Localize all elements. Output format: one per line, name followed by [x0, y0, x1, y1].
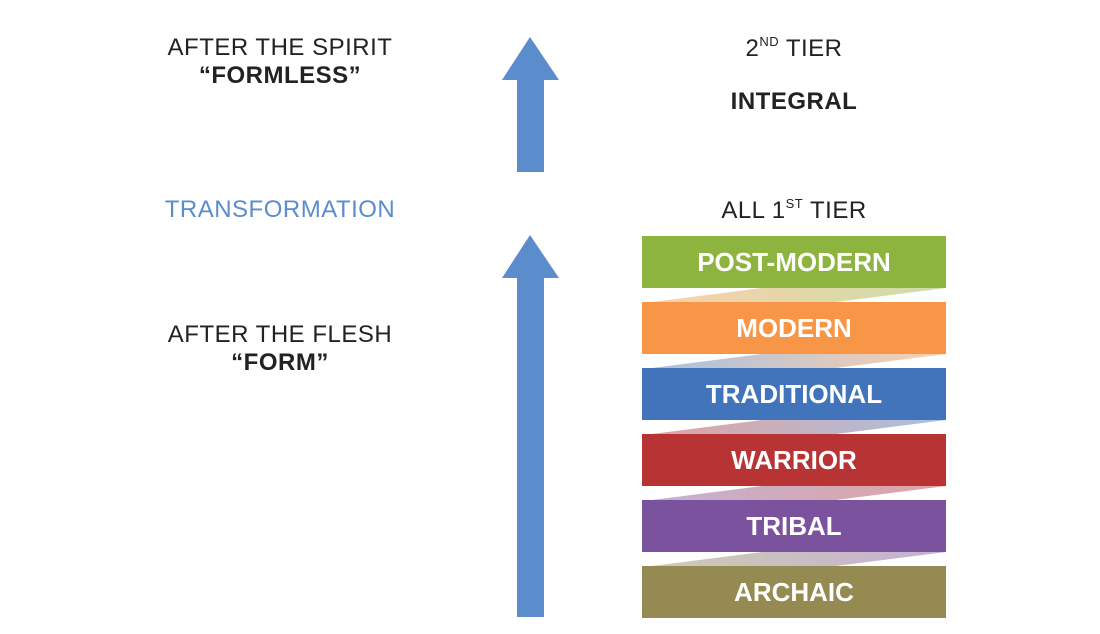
stage-bar-modern [642, 302, 946, 354]
stage-connector [652, 354, 946, 368]
tier1-prefix: ALL 1 [721, 197, 786, 224]
tier2-sup: ND [759, 34, 780, 49]
tier1-label: ALL 1ST TIER [644, 196, 944, 225]
flesh-line1: AFTER THE FLESH [167, 321, 393, 348]
spirit-label: AFTER THE SPIRIT “FORMLESS” [130, 34, 430, 90]
stage-connector [652, 420, 946, 434]
tier2-suffix: TIER [779, 35, 843, 62]
flesh-line2: “FORM” [231, 349, 329, 376]
tier1-suffix: TIER [803, 197, 867, 224]
stage-connector [652, 552, 946, 566]
spirit-line2: “FORMLESS” [198, 62, 362, 89]
stage-label: TRIBAL [746, 511, 841, 541]
stage-label: ARCHAIC [734, 577, 854, 607]
stage-label: TRADITIONAL [706, 379, 882, 409]
transformation-label: TRANSFORMATION [164, 196, 396, 223]
stage-bar-warrior [642, 434, 946, 486]
flesh-label: AFTER THE FLESH “FORM” [130, 321, 430, 377]
stage-connector [652, 486, 946, 500]
stage-connector [652, 288, 946, 302]
spirit-line1: AFTER THE SPIRIT [167, 34, 393, 61]
tier2-label: 2ND TIER [644, 34, 944, 63]
stage-label: MODERN [736, 313, 852, 343]
stage-bar-archaic [642, 566, 946, 618]
stage-bar-traditional [642, 368, 946, 420]
up-arrow-bottom [502, 235, 559, 617]
stage-label: POST-MODERN [697, 247, 891, 277]
up-arrow-top [502, 37, 559, 172]
stage-bar-post-modern [642, 236, 946, 288]
integral-label: INTEGRAL [730, 88, 858, 115]
stage-label: WARRIOR [731, 445, 857, 475]
tier2-prefix: 2 [745, 35, 760, 62]
stage-bar-tribal [642, 500, 946, 552]
tier1-sup: ST [785, 196, 804, 211]
